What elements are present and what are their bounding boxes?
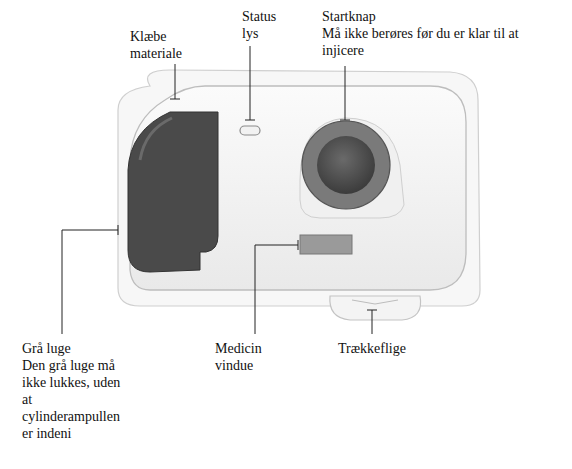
label-group: StartknapMå ikke berøres før du er klar … [322, 8, 562, 59]
label-group: Klæbe materiale [130, 28, 210, 62]
part-label: Grå luge [22, 340, 126, 357]
start-button [302, 121, 390, 209]
part-label: Medicin vindue [215, 340, 285, 374]
label-group: Status lys [242, 8, 292, 42]
part-label: Klæbe materiale [130, 28, 210, 62]
gray-door [128, 112, 218, 272]
medicine-window [300, 235, 352, 254]
pull-tab [330, 296, 421, 320]
part-label: Trækkeflige [338, 340, 438, 357]
part-label: Startknap [322, 8, 562, 25]
note-text: Må ikke berøres før du er klar til at in… [322, 25, 562, 59]
adhesive-outline [118, 70, 480, 306]
label-group: Trækkeflige [338, 340, 438, 357]
note-text: Den grå luge må ikke lukkes, uden at cyl… [22, 357, 126, 442]
part-label: Status lys [242, 8, 292, 42]
leader-lines [62, 46, 377, 334]
label-group: Grå lugeDen grå luge må ikke lukkes, ude… [22, 340, 126, 442]
status-light [240, 126, 260, 135]
label-group: Medicin vindue [215, 340, 285, 374]
